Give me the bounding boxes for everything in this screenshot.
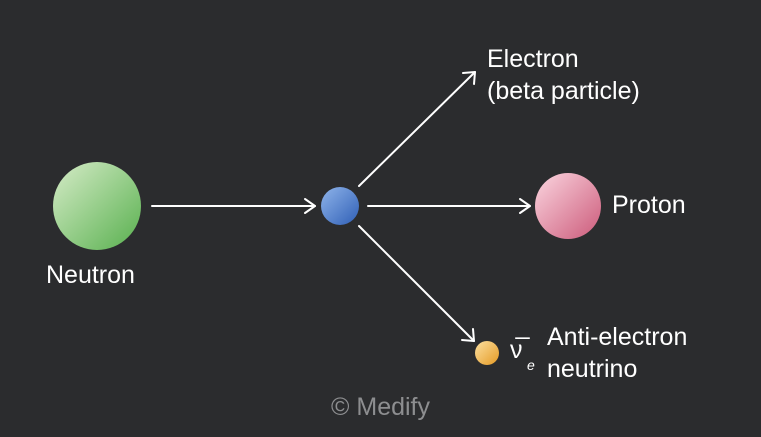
arrows: [151, 71, 531, 342]
electron-label-line1: Electron: [487, 45, 579, 73]
watermark: © Medify: [331, 393, 430, 421]
neutrino-label-line2: neutrino: [547, 355, 638, 383]
proton-particle: [535, 173, 601, 239]
neutron-label: Neutron: [46, 261, 135, 289]
neutrino-subscript: e: [527, 357, 535, 373]
neutrino-particle: [475, 341, 499, 365]
arrow-to-electron: [358, 71, 476, 187]
neutrino-symbol: ν̅: [510, 336, 523, 364]
arrow-to-neutrino: [358, 225, 475, 342]
electron-label-line2: (beta particle): [487, 77, 640, 105]
neutrino-label-line1: Anti-electron: [547, 323, 688, 351]
arrow-to-proton: [367, 198, 531, 214]
arrow-neutron-to-intermediate: [151, 198, 316, 214]
neutron-particle: [53, 162, 141, 250]
electron-label: Electron (beta particle): [487, 43, 640, 107]
neutrino-label: Anti-electron neutrino: [547, 321, 687, 385]
proton-label: Proton: [612, 191, 686, 219]
intermediate-particle: [321, 187, 359, 225]
